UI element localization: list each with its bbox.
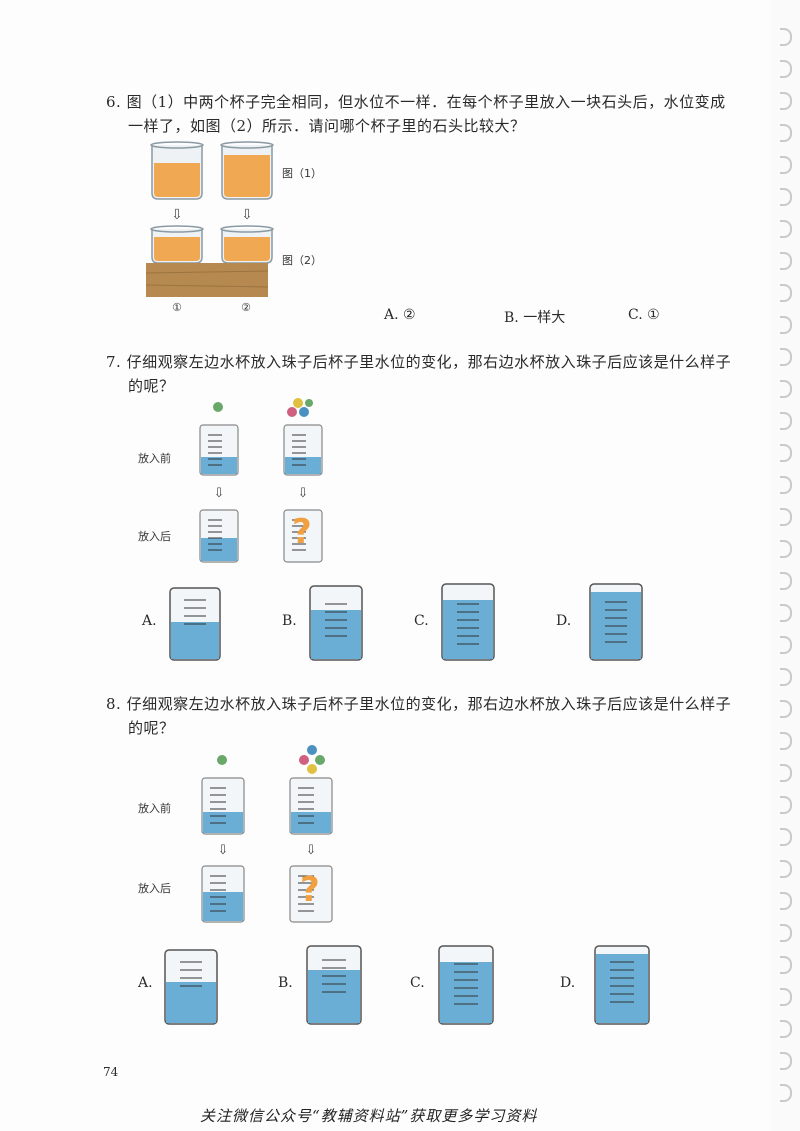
q8-option-b-cup [306, 945, 362, 1025]
q8-option-a[interactable]: A. [138, 975, 153, 991]
q6-fig1-cup-2 [220, 141, 274, 200]
binder-ring [780, 700, 792, 718]
binder-ring [780, 668, 792, 686]
q6-fig2-cup-2 [220, 225, 274, 264]
q8-option-cups [164, 945, 650, 1025]
binder-ring [780, 252, 792, 270]
q6-fig1-cup-1 [150, 141, 204, 200]
q7-option-b[interactable]: B. [282, 613, 297, 629]
binder-ring [780, 956, 792, 974]
binder-ring [780, 508, 792, 526]
question-8-line-2: 的呢？ [128, 719, 175, 737]
svg-text:⇩: ⇩ [298, 486, 309, 501]
binder-ring [780, 284, 792, 302]
q6-figure: ⇩ ⇩ [145, 141, 274, 297]
svg-text:⇩: ⇩ [171, 207, 183, 223]
question-7-line-1: 7. 仔细观察左边水杯放入珠子后杯子里水位的变化，那右边水杯放入珠子后应该是什么… [106, 353, 732, 371]
q6-option-c[interactable]: C. ① [628, 307, 660, 323]
q6-option-b[interactable]: B. 一样大 [504, 310, 566, 326]
q7-option-c[interactable]: C. [414, 613, 429, 629]
q7-after-cup-left [199, 509, 239, 563]
q6-fig1-label: 图（1） [282, 167, 322, 180]
svg-text:⇩: ⇩ [218, 843, 229, 858]
q8-before-cup-right [289, 777, 333, 835]
q7-before-label: 放入前 [138, 452, 171, 465]
binder-ring [780, 572, 792, 590]
svg-text:⇩: ⇩ [214, 486, 225, 501]
footer-promo: 关注微信公众号“教辅资料站”获取更多学习资料 [200, 1107, 538, 1125]
binder-ring [780, 124, 792, 142]
binder-ring [780, 892, 792, 910]
q7-option-c-cup [441, 583, 495, 661]
q7-option-b-cup [309, 585, 363, 661]
q8-option-c-cup [438, 945, 494, 1025]
binder-ring [780, 60, 792, 78]
q7-before-cup-left [199, 424, 239, 476]
binder-edge [770, 0, 800, 1131]
q8-option-c[interactable]: C. [410, 975, 425, 991]
binder-ring [780, 92, 792, 110]
q7-figure: ⇩ ⇩ [199, 398, 323, 563]
question-6-line-2: 一样了，如图（2）所示．请问哪个杯子里的石头比较大？ [128, 117, 526, 135]
binder-ring [780, 924, 792, 942]
svg-text:⇩: ⇩ [241, 207, 253, 223]
binder-ring [780, 540, 792, 558]
q8-option-a-cup [164, 949, 218, 1025]
binder-ring [780, 188, 792, 206]
q7-option-a[interactable]: A. [142, 613, 157, 629]
q8-option-d-cup [594, 945, 650, 1025]
binder-ring [780, 444, 792, 462]
q8-after-cup-right [289, 865, 333, 923]
binder-ring [780, 860, 792, 878]
question-6-line-1: 6. 图（1）中两个杯子完全相同，但水位不一样．在每个杯子里放入一块石头后，水位… [106, 93, 726, 111]
q7-question-mark: ? [292, 512, 312, 552]
binder-ring [780, 156, 792, 174]
q6-fig2-cup-1 [150, 225, 204, 264]
binder-ring [780, 1084, 792, 1102]
q7-after-label: 放入后 [138, 530, 171, 543]
q6-cup-2-label: ② [241, 301, 251, 314]
q6-wood-table [146, 263, 268, 297]
binder-ring [780, 412, 792, 430]
binder-ring [780, 604, 792, 622]
q7-option-cups [169, 583, 643, 661]
q8-question-mark: ? [300, 870, 320, 910]
q7-option-d[interactable]: D. [556, 613, 572, 629]
binder-ring [780, 220, 792, 238]
q8-figure: ⇩ ⇩ [201, 745, 333, 923]
binder-ring [780, 1020, 792, 1038]
q8-option-b[interactable]: B. [278, 975, 293, 991]
q8-option-d[interactable]: D. [560, 975, 576, 991]
q6-cup-1-label: ① [172, 301, 182, 314]
binder-ring [780, 732, 792, 750]
q7-before-cup-right [283, 424, 323, 476]
binder-ring [780, 828, 792, 846]
q7-option-d-cup [589, 583, 643, 661]
q7-after-cup-right [283, 509, 323, 563]
q6-fig2-label: 图（2） [282, 254, 322, 267]
page-number: 74 [103, 1065, 119, 1079]
binder-ring [780, 348, 792, 366]
binder-ring [780, 764, 792, 782]
q8-before-cup-left [201, 777, 245, 835]
binder-ring [780, 316, 792, 334]
q8-bead-single [217, 755, 227, 765]
q8-after-cup-left [201, 865, 245, 923]
q6-option-a[interactable]: A. ② [384, 307, 416, 323]
q8-before-label: 放入前 [138, 802, 171, 815]
q8-after-label: 放入后 [138, 882, 171, 895]
binder-ring [780, 988, 792, 1006]
q7-bead-single [213, 402, 223, 412]
binder-ring [780, 28, 792, 46]
question-7-line-2: 的呢？ [128, 377, 175, 395]
binder-ring [780, 636, 792, 654]
question-8-line-1: 8. 仔细观察左边水杯放入珠子后杯子里水位的变化，那右边水杯放入珠子后应该是什么… [106, 695, 732, 713]
binder-ring [780, 476, 792, 494]
q7-option-a-cup [169, 587, 221, 661]
binder-ring [780, 380, 792, 398]
binder-ring [780, 1052, 792, 1070]
binder-ring [780, 796, 792, 814]
svg-text:⇩: ⇩ [306, 843, 317, 858]
